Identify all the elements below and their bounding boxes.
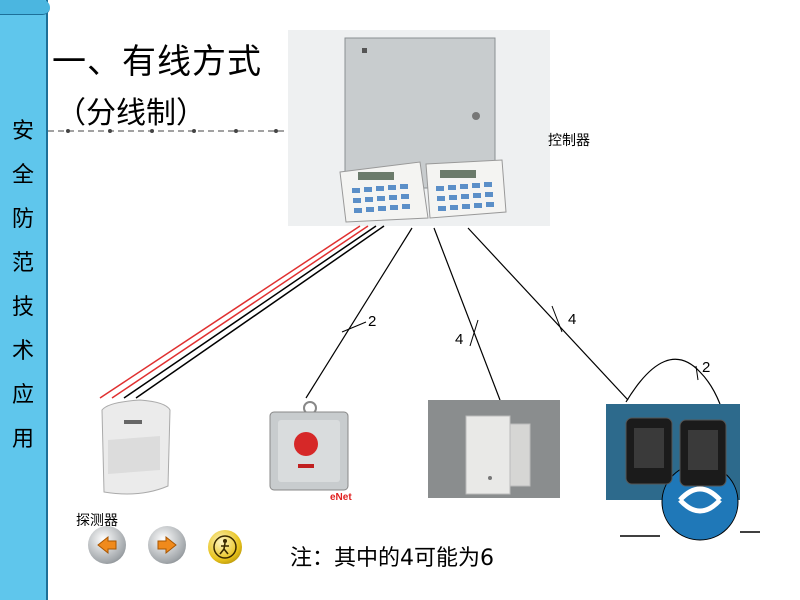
controller-image xyxy=(288,30,550,226)
right-arrow-icon xyxy=(157,535,177,555)
wire-tick xyxy=(695,365,699,381)
sidebar-char: 安 xyxy=(11,119,34,144)
sidebar-char: 全 xyxy=(11,163,34,188)
wire-tick xyxy=(469,319,479,347)
exit-button[interactable] xyxy=(208,530,242,564)
wire-tick xyxy=(341,321,367,333)
enet-logo: eNet xyxy=(330,492,352,503)
door-contact-image xyxy=(428,400,560,498)
sidebar-scroll-curl xyxy=(0,0,50,15)
keypad-right xyxy=(425,159,507,219)
controller-label: 控制器 xyxy=(548,132,590,148)
wire-count-label: 4 xyxy=(568,311,576,328)
page-subtitle: （分线制） xyxy=(56,96,206,131)
wire-count-label: 4 xyxy=(455,331,463,348)
sidebar-char: 术 xyxy=(11,339,34,364)
sidebar-char: 防 xyxy=(11,207,34,232)
left-arrow-icon xyxy=(97,535,117,555)
panic-button-image: eNet xyxy=(269,401,352,503)
pir-detector-image xyxy=(101,399,171,495)
beam-detector-image xyxy=(606,404,760,541)
sidebar-char: 应 xyxy=(11,383,34,408)
sidebar xyxy=(0,0,48,600)
contact-wire xyxy=(433,227,501,401)
sidebar-char: 范 xyxy=(11,251,34,276)
wire-count-label: 2 xyxy=(368,313,376,330)
button-wire xyxy=(305,227,413,399)
title-divider xyxy=(48,129,288,133)
detector-label: 探测器 xyxy=(76,512,118,528)
wire-tick xyxy=(551,305,563,333)
footnote: 注：其中的4可能为6 xyxy=(290,546,494,571)
keypad-left xyxy=(339,161,429,223)
prev-button[interactable] xyxy=(88,526,126,564)
next-button[interactable] xyxy=(148,526,186,564)
running-man-icon xyxy=(213,535,237,559)
sidebar-char: 用 xyxy=(11,427,34,452)
beam-wire xyxy=(467,227,629,401)
page-title: 一、有线方式 xyxy=(52,42,262,82)
wire-count-label: 2 xyxy=(702,359,710,376)
sidebar-title: 安 全 防 范 技 术 应 用 xyxy=(4,110,42,462)
detector-wires xyxy=(99,225,385,399)
sidebar-char: 技 xyxy=(11,295,34,320)
